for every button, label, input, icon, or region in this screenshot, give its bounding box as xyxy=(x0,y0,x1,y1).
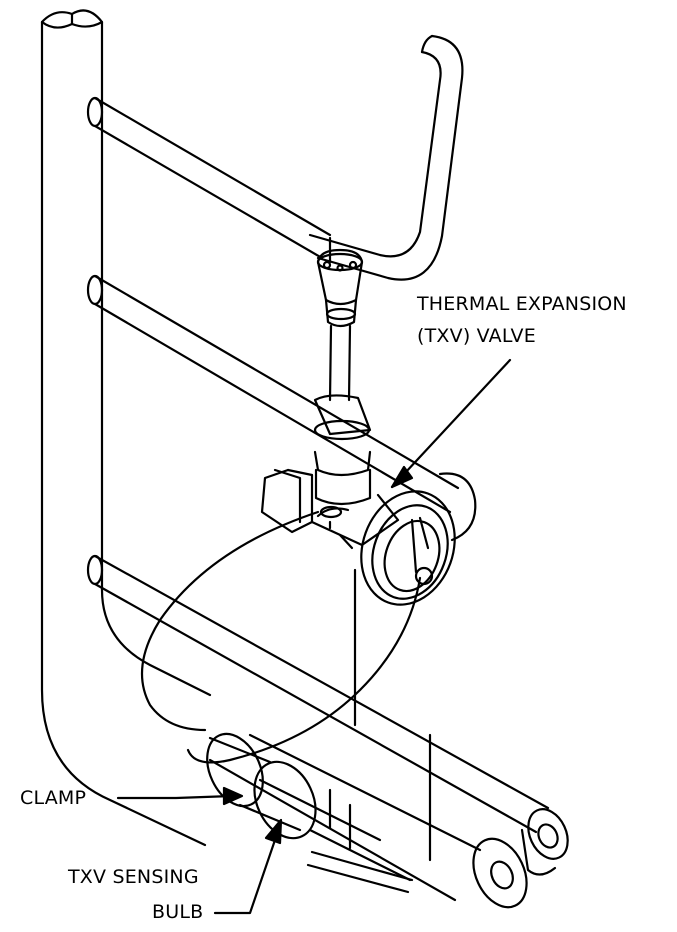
clamp-label: CLAMP xyxy=(20,787,87,809)
suction-line-with-bulb xyxy=(206,732,528,909)
sensing-bulb-arrowhead xyxy=(264,818,283,845)
txv-diaphragm xyxy=(360,490,456,606)
txv-valve-label-line2: (TXV) VALVE xyxy=(417,325,536,347)
inlet-u-loop xyxy=(308,34,464,281)
txv-valve-leader xyxy=(390,358,512,489)
txv-valve-body xyxy=(260,394,400,550)
middle-horizontal-tube xyxy=(86,274,477,542)
sensing-bulb-leader xyxy=(213,838,277,915)
vertical-u-tube xyxy=(40,9,212,847)
clamp-leader xyxy=(116,794,234,800)
clamp-arrowhead xyxy=(222,786,244,806)
lower-horizontal-tube xyxy=(86,554,569,876)
leader-lines xyxy=(116,358,512,915)
sensing-bulb-label-line2: BULB xyxy=(152,901,204,923)
txv-valve-arrowhead xyxy=(390,465,414,489)
capillary-tube xyxy=(140,510,422,764)
inlet-flare-fitting xyxy=(316,248,364,402)
sensing-bulb-label-line1: TXV SENSING xyxy=(68,866,199,888)
txv-valve-label-line1: THERMAL EXPANSION xyxy=(417,293,627,315)
top-horizontal-tube xyxy=(86,96,332,260)
